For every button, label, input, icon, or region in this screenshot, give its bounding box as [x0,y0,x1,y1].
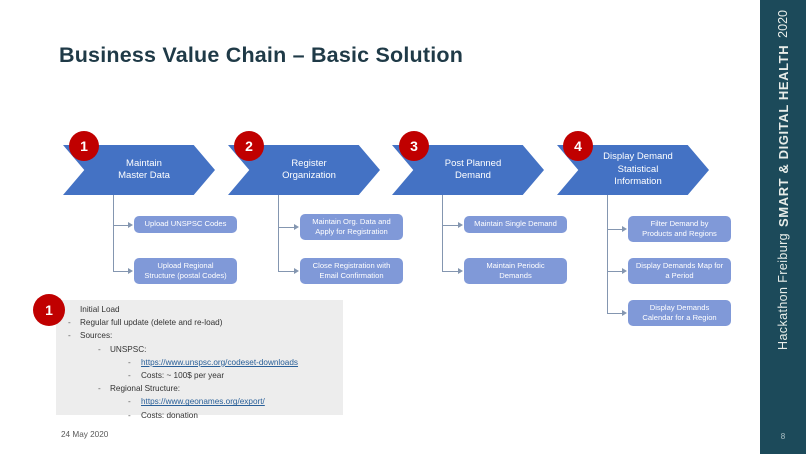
banner-event-theme: SMART & DIGITAL HEALTH [775,44,791,227]
step-label: Maintain Master Data [118,157,170,182]
connector-arrowhead [294,224,299,230]
footer-date: 24 May 2020 [61,430,109,439]
banner-year: 2020 [776,10,790,38]
note-line: -Costs: donation [66,409,346,422]
note-line: -https://www.geonames.org/export/ [66,395,346,408]
note-line: -Costs: ~ 100$ per year [66,369,346,382]
connector-arrowhead [128,222,133,228]
note-line: -https://www.unspsc.org/codeset-download… [66,356,346,369]
note-line: -Regular full update (delete and re-load… [66,316,346,329]
note-text: Regional Structure: [110,384,181,394]
subtask-box[interactable]: Display Demands Map for a Period [628,258,731,284]
step-number-badge-3: 3 [399,131,429,161]
step-label: Post Planned Demand [444,157,502,182]
connector-branch [442,225,459,226]
note-text: UNSPSC: [110,344,147,354]
note-panel [56,300,343,415]
note-badge: 1 [33,294,65,326]
banner-text: Hackathon Freiburg SMART & DIGITAL HEALT… [760,0,806,454]
note-line: -UNSPSC: [66,343,346,356]
page-number: 8 [780,432,786,441]
connector-branch [607,229,623,230]
note-line: -Sources: [66,329,346,342]
connector-arrowhead [458,222,463,228]
connector-stem [278,195,279,271]
subtask-box[interactable]: Maintain Periodic Demands [464,258,567,284]
subtask-box[interactable]: Upload UNSPSC Codes [134,216,237,233]
connector-stem [113,195,114,271]
subtask-box[interactable]: Filter Demand by Products and Regions [628,216,731,242]
connector-branch [113,225,129,226]
subtask-box[interactable]: Upload Regional Structure (postal Codes) [134,258,237,284]
subtask-box[interactable]: Maintain Org. Data and Apply for Registr… [300,214,403,240]
note-line: -Regional Structure: [66,382,346,395]
bullet-dash: - [128,357,131,367]
connector-stem [607,195,608,313]
connector-arrowhead [128,268,133,274]
subtask-box[interactable]: Close Registration with Email Confirmati… [300,258,403,284]
step-number-badge-1: 1 [69,131,99,161]
note-text: Regular full update (delete and re-load) [80,318,223,328]
banner-event-name: Hackathon Freiburg [776,233,790,350]
note-list: Initial Load-Regular full update (delete… [66,303,346,422]
connector-arrowhead [458,268,463,274]
step-number-badge-2: 2 [234,131,264,161]
page-title: Business Value Chain – Basic Solution [59,43,464,67]
connector-branch [278,227,295,228]
connector-branch [113,271,129,272]
subtask-box[interactable]: Maintain Single Demand [464,216,567,233]
note-text: Sources: [80,331,113,341]
bullet-dash: - [128,371,131,381]
bullet-dash: - [68,331,71,341]
connector-arrowhead [294,268,299,274]
note-link[interactable]: https://www.geonames.org/export/ [141,397,265,407]
step-label: Register Organization [282,157,336,182]
connector-branch [278,271,295,272]
connector-branch [607,271,623,272]
note-link[interactable]: https://www.unspsc.org/codeset-downloads [141,357,299,367]
note-text: Initial Load [80,305,120,314]
connector-arrowhead [622,268,627,274]
step-number-badge-4: 4 [563,131,593,161]
note-text: Costs: donation [141,410,198,420]
bullet-dash: - [128,397,131,407]
step-label: Display Demand Statistical Information [603,151,673,188]
bullet-dash: - [98,384,101,394]
note-text: Costs: ~ 100$ per year [141,371,225,381]
connector-branch [442,271,459,272]
connector-arrowhead [622,226,627,232]
bullet-dash: - [98,344,101,354]
connector-arrowhead [622,310,627,316]
connector-branch [607,313,623,314]
event-banner: Hackathon Freiburg SMART & DIGITAL HEALT… [760,0,806,454]
bullet-dash: - [68,318,71,328]
connector-stem [442,195,443,271]
bullet-dash: - [128,410,131,420]
note-line: Initial Load [66,303,346,316]
value-chain-step-2[interactable]: Register Organization [228,145,380,195]
subtask-box[interactable]: Display Demands Calendar for a Region [628,300,731,326]
